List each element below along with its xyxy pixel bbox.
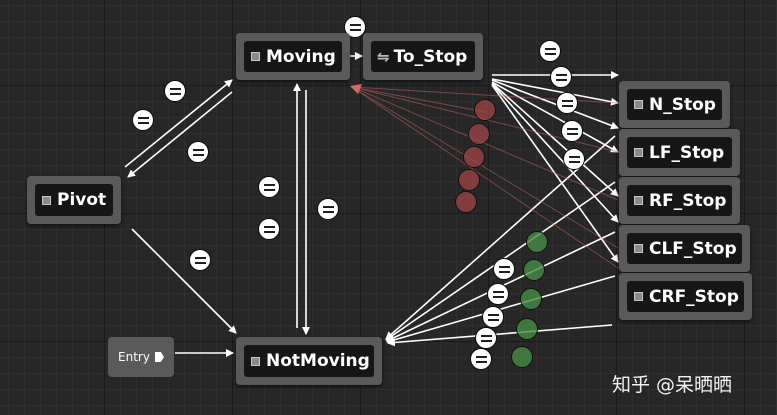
- state-node-clf-stop[interactable]: CLF_Stop: [619, 225, 750, 272]
- transition-icon[interactable]: [563, 148, 585, 170]
- watermark: 知乎 @呆晒晒: [612, 374, 733, 396]
- transition-icon[interactable]: [258, 176, 280, 198]
- transition-icon[interactable]: [187, 141, 209, 163]
- transition-icon[interactable]: [189, 249, 211, 271]
- state-icon: [251, 356, 260, 366]
- transition-icon[interactable]: [493, 258, 515, 280]
- wire-pivot-to-moving: [124, 79, 233, 168]
- faded-transition-marker: [474, 99, 496, 121]
- transition-icon[interactable]: [470, 348, 492, 370]
- state-label: LF_Stop: [649, 142, 725, 163]
- faded-transition-marker: [516, 318, 538, 340]
- faded-transition-marker: [468, 123, 490, 145]
- transition-icon[interactable]: [344, 16, 366, 38]
- faded-transition-marker: [523, 259, 545, 281]
- state-label: NotMoving: [266, 351, 370, 371]
- entry-node[interactable]: Entry: [108, 337, 174, 377]
- faded-transition-marker: [458, 169, 480, 191]
- state-icon: [634, 148, 643, 157]
- state-label: Moving: [266, 46, 336, 67]
- transition-icon[interactable]: [487, 283, 509, 305]
- state-label: RF_Stop: [649, 190, 727, 211]
- state-label: CLF_Stop: [649, 238, 737, 259]
- state-label: Pivot: [57, 190, 107, 210]
- state-node-pivot[interactable]: Pivot: [27, 176, 121, 224]
- faded-transition-marker: [520, 288, 542, 310]
- faded-transition-marker: [455, 191, 477, 213]
- faded-transition-marker: [511, 346, 533, 368]
- faded-transition-marker: [463, 146, 485, 168]
- entry-label: Entry: [118, 350, 150, 364]
- state-icon: [634, 292, 643, 301]
- faded-arrowhead: [350, 84, 362, 94]
- state-node-crf-stop[interactable]: CRF_Stop: [619, 273, 752, 320]
- transition-icon[interactable]: [164, 80, 186, 102]
- transition-icon[interactable]: [258, 218, 280, 240]
- transition-icon[interactable]: [539, 40, 561, 62]
- transition-icon[interactable]: [556, 92, 578, 114]
- state-label: N_Stop: [649, 94, 716, 115]
- state-icon: [42, 195, 51, 205]
- transition-icon[interactable]: [550, 66, 572, 88]
- state-node-lf-stop[interactable]: LF_Stop: [619, 129, 740, 176]
- state-node-notmoving[interactable]: NotMoving: [236, 337, 382, 385]
- transition-icon[interactable]: [475, 327, 497, 349]
- wire-moving-to-pivot: [127, 91, 233, 178]
- state-icon: [634, 244, 643, 253]
- state-node-to-stop[interactable]: ⇋To_Stop: [363, 33, 483, 80]
- state-icon: [634, 100, 643, 109]
- transition-icon[interactable]: [561, 120, 583, 142]
- entry-flag-icon: [154, 352, 164, 362]
- state-label: To_Stop: [393, 46, 468, 67]
- faded-transition-marker: [526, 231, 548, 253]
- conduit-icon: ⇋: [377, 47, 390, 66]
- state-node-rf-stop[interactable]: RF_Stop: [619, 177, 740, 224]
- state-icon: [251, 52, 260, 61]
- state-icon: [634, 196, 643, 205]
- state-label: CRF_Stop: [649, 286, 739, 307]
- transition-icon[interactable]: [482, 306, 504, 328]
- state-node-n-stop[interactable]: N_Stop: [619, 81, 730, 128]
- state-node-moving[interactable]: Moving: [236, 33, 350, 80]
- wire-pivot-to-notmoving: [131, 228, 237, 334]
- transition-icon[interactable]: [317, 198, 339, 220]
- transition-icon[interactable]: [132, 109, 154, 131]
